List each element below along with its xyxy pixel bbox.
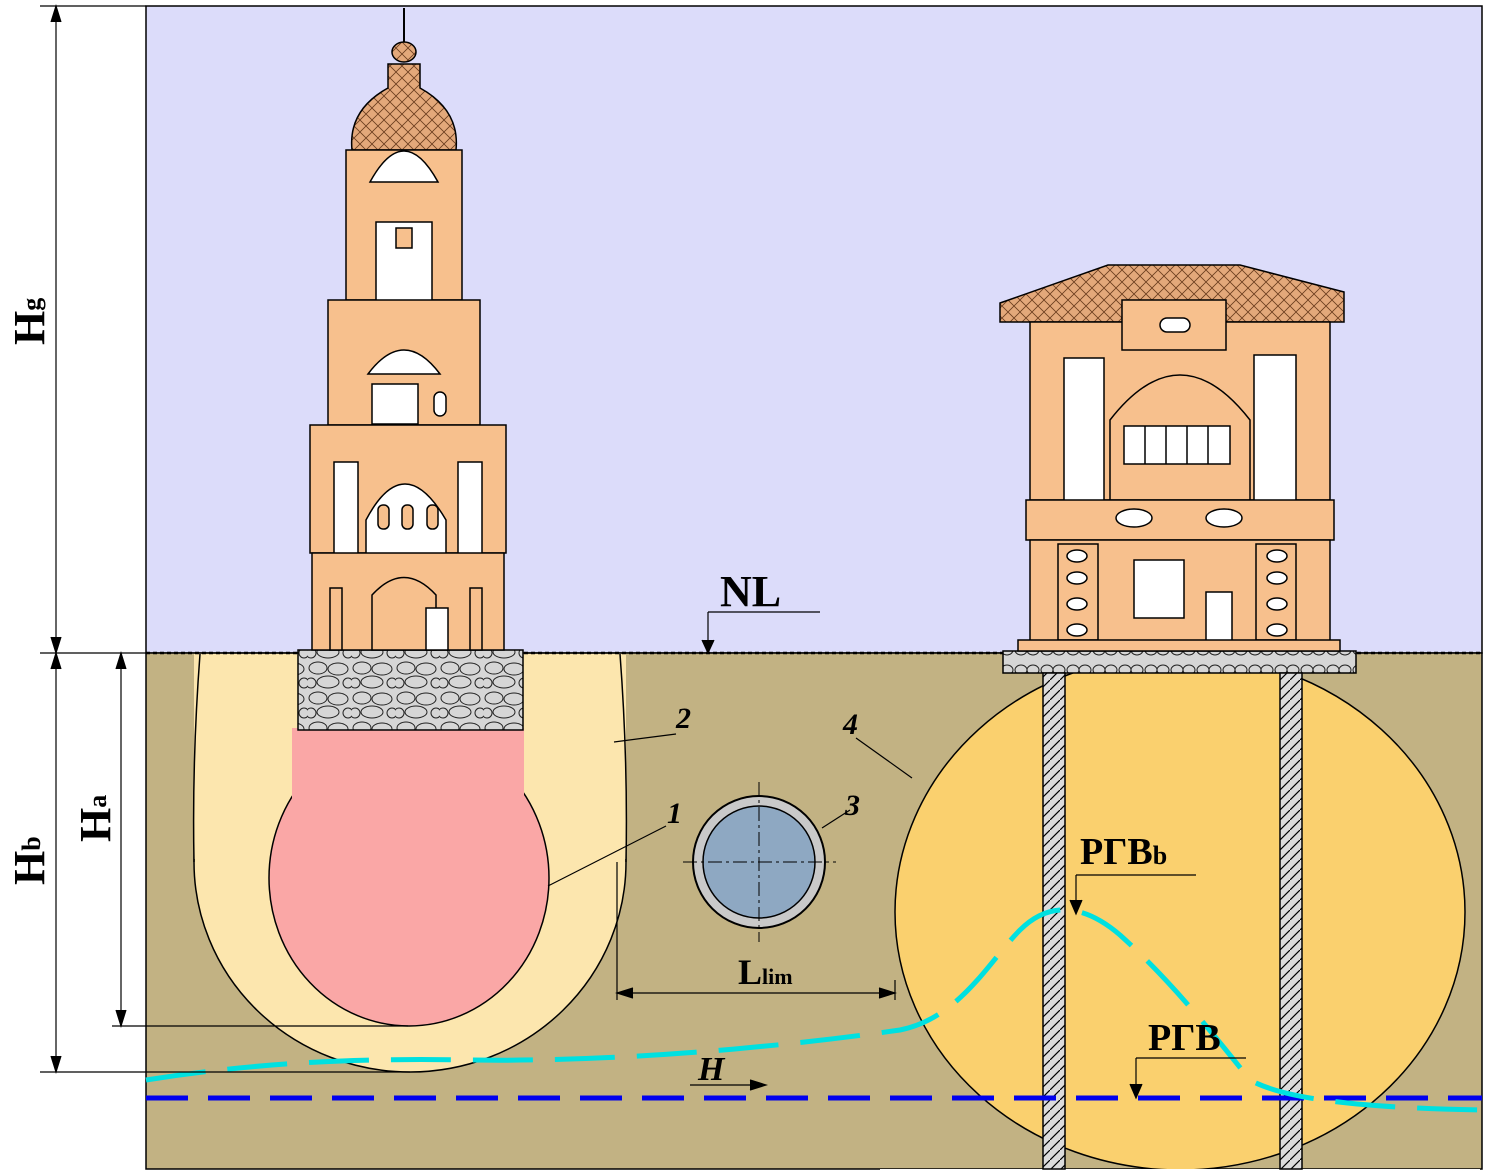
label-rgv: РГВ <box>1148 1017 1221 1059</box>
left-foundation <box>297 649 524 731</box>
label-llim: Llim <box>738 952 793 992</box>
right-building <box>999 264 1345 652</box>
zone-4-pile-bulb <box>894 653 1466 1171</box>
callout-1: 1 <box>667 797 682 830</box>
callout-2: 2 <box>675 702 691 735</box>
callout-3: 3 <box>844 789 860 822</box>
pile-left <box>1042 672 1066 1170</box>
label-rgv-b: РГВb <box>1080 831 1167 873</box>
zone-4-bottom-cover <box>880 1169 1480 1174</box>
callout-4: 4 <box>842 708 858 741</box>
bell-tower <box>309 8 507 651</box>
dimension-lines <box>40 3 1246 1100</box>
pipe <box>683 782 836 942</box>
label-nl: NL <box>720 567 781 616</box>
label-flow-h: H <box>697 1051 726 1088</box>
groundwater-line-rgv-b <box>145 907 1483 1113</box>
label-hg: Hg <box>5 298 54 345</box>
label-hb: Hb <box>5 836 54 885</box>
right-foundation-slab <box>1002 650 1357 674</box>
zone-1-top-fill <box>292 728 524 878</box>
pile-right <box>1279 672 1303 1170</box>
zone-2-top-edge <box>192 653 628 863</box>
label-ha: Ha <box>71 795 120 842</box>
